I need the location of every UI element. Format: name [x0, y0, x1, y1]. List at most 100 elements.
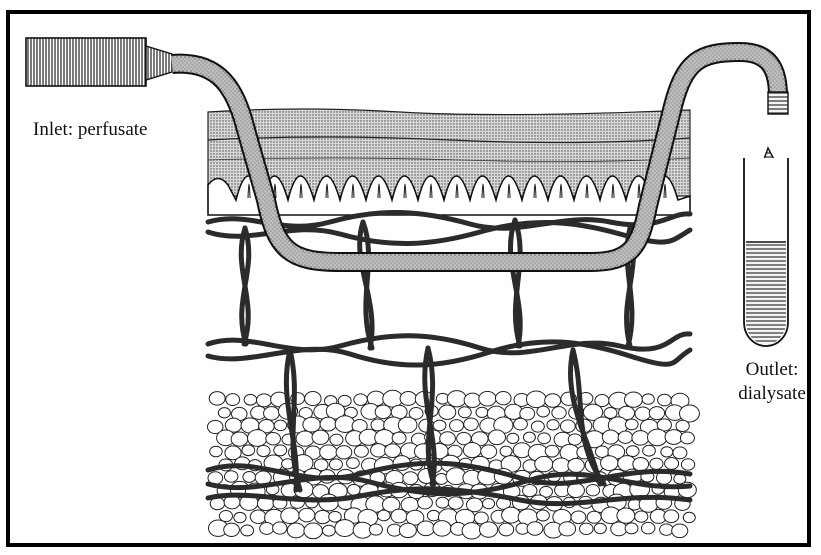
fat-cell — [683, 512, 695, 522]
fat-cell — [665, 430, 682, 445]
fat-cell — [304, 523, 322, 539]
fat-cell — [400, 392, 416, 406]
fat-cell — [586, 485, 599, 496]
fat-cell — [523, 485, 537, 497]
fat-cell — [535, 456, 553, 471]
fat-cell — [500, 446, 512, 456]
fat-cell — [354, 394, 368, 405]
fat-cell — [210, 446, 222, 457]
fat-cell — [538, 433, 551, 444]
fat-cell — [226, 394, 240, 406]
fat-cell — [447, 391, 466, 407]
fat-cell — [299, 508, 315, 522]
fat-cell — [545, 445, 559, 457]
fat-cell — [537, 510, 550, 521]
fat-cell — [464, 393, 481, 407]
fat-cell — [626, 446, 639, 457]
fat-cell — [567, 483, 584, 497]
fat-cell — [322, 525, 335, 536]
fat-cell — [642, 394, 654, 404]
fat-cell — [560, 420, 575, 433]
fat-cell — [672, 524, 688, 538]
fat-cell — [681, 459, 694, 470]
fat-cell — [680, 432, 694, 444]
fat-cell — [248, 430, 268, 447]
fat-cell — [632, 431, 649, 445]
fat-cell — [347, 484, 360, 495]
fat-cell — [433, 521, 451, 536]
fat-cell — [347, 458, 360, 469]
fat-cell — [433, 420, 446, 431]
fat-cell — [335, 416, 355, 433]
fat-cell — [418, 496, 433, 509]
fat-cell — [650, 458, 663, 469]
fat-cell — [571, 511, 586, 524]
fat-cell — [439, 405, 456, 419]
fat-cell — [661, 447, 673, 457]
fat-cell — [635, 511, 648, 522]
fat-cell — [244, 394, 257, 405]
fat-cell — [250, 510, 266, 523]
fat-cell — [479, 522, 497, 537]
fat-cell — [320, 417, 336, 431]
fat-cell — [601, 456, 618, 471]
fat-cell — [371, 419, 385, 431]
fat-cell — [502, 507, 521, 523]
fat-cell — [479, 391, 496, 406]
fat-cell — [427, 510, 439, 521]
fat-cell — [568, 434, 581, 445]
outlet-label-line1: Outlet: — [722, 358, 821, 382]
fat-cell — [526, 391, 546, 408]
fat-cell — [463, 443, 481, 458]
fat-cell — [296, 431, 314, 446]
fat-cell — [513, 443, 531, 458]
fat-cell — [643, 445, 656, 456]
fat-cell — [552, 407, 566, 419]
fat-cell — [260, 523, 274, 535]
fat-cell — [680, 405, 700, 422]
fat-cell — [399, 523, 416, 537]
fat-cell — [218, 408, 230, 418]
fat-cell — [287, 523, 304, 538]
fat-cell — [633, 457, 649, 470]
outlet-label-line2: dialysate — [722, 382, 821, 406]
collection-vial — [744, 148, 788, 346]
fat-cell — [266, 432, 281, 444]
fat-cell — [658, 394, 672, 406]
fat-cell — [273, 522, 287, 534]
fat-cell — [281, 508, 299, 524]
fat-cell — [537, 406, 550, 417]
fat-cell — [264, 407, 280, 420]
fat-cell — [392, 432, 406, 444]
fat-cell — [320, 445, 337, 460]
fat-cell — [547, 420, 559, 430]
fat-cell — [241, 525, 254, 536]
fat-cell — [312, 430, 329, 444]
fat-cell — [648, 429, 668, 446]
fat-cell — [580, 523, 593, 534]
fat-cell — [231, 432, 248, 446]
fat-cell — [625, 523, 638, 534]
outlet-label: Outlet: dialysate — [722, 358, 821, 406]
fat-cell — [417, 521, 434, 536]
fat-cell — [448, 497, 463, 510]
fat-cell — [618, 431, 632, 443]
fat-cell — [224, 471, 237, 482]
fat-cell — [523, 432, 535, 442]
fat-cell — [499, 523, 514, 536]
fat-cell — [483, 498, 495, 508]
fat-cell — [369, 524, 382, 535]
fat-cell — [458, 407, 471, 418]
fat-cell — [462, 523, 481, 539]
fat-cell — [488, 430, 505, 445]
fat-cell — [209, 392, 225, 406]
fat-cell — [673, 447, 687, 459]
fat-cell — [330, 434, 343, 445]
fat-cell — [635, 407, 651, 420]
fat-cell — [568, 458, 584, 472]
fat-cell — [391, 509, 407, 523]
fat-cell — [335, 520, 355, 537]
fat-cell — [450, 420, 464, 432]
fat-cell — [527, 522, 543, 535]
